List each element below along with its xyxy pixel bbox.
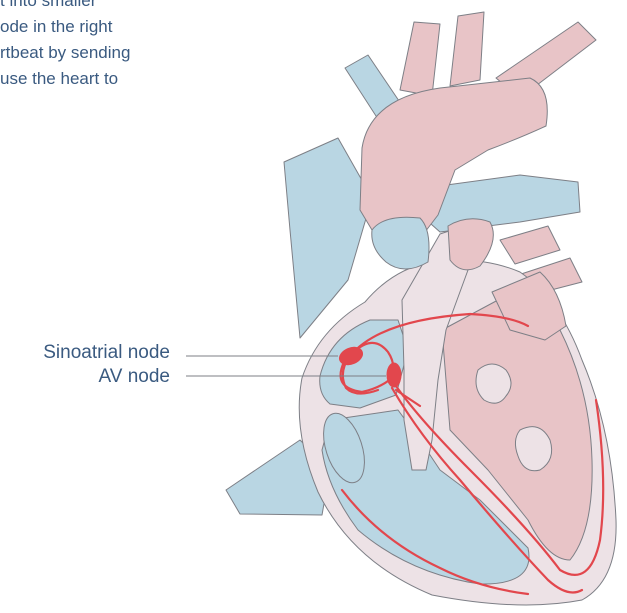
sa-node-label: Sinoatrial node: [43, 342, 170, 364]
pulmonary-valve: [372, 217, 429, 269]
aortic-branch-1: [400, 22, 440, 96]
av-node: [387, 363, 401, 387]
pulmonary-vein-1: [500, 226, 560, 264]
av-node-label: AV node: [99, 366, 170, 388]
aortic-branch-2: [450, 12, 484, 86]
